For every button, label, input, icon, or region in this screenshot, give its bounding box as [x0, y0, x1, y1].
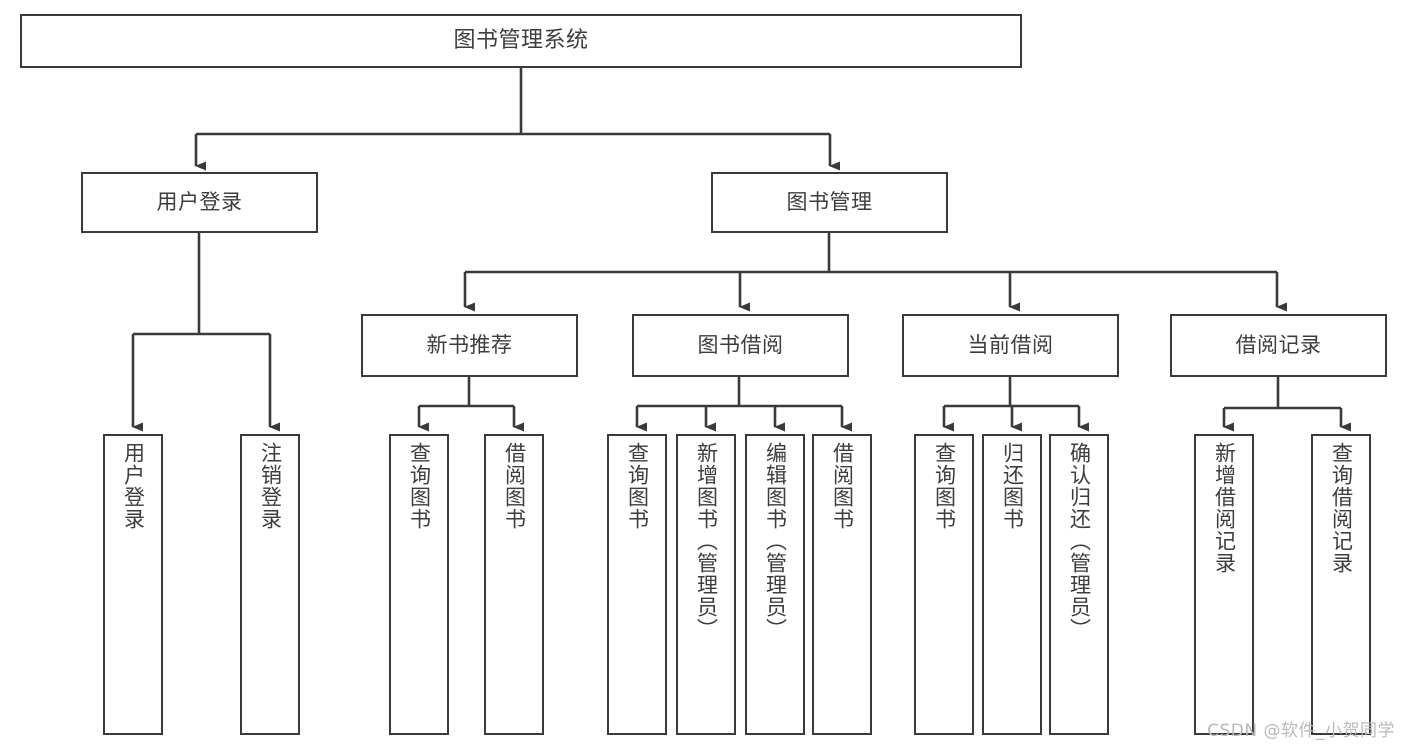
- node-leaf-edit-book-admin-label: 编辑图书（管理员）: [763, 442, 788, 640]
- node-leaf-edit-book-admin[interactable]: 编辑图书（管理员）: [745, 434, 805, 735]
- node-leaf-query-borrow-record[interactable]: 查询借阅记录: [1311, 434, 1371, 735]
- node-new-book-recommend-label: 新书推荐: [426, 333, 513, 358]
- node-new-book-recommend[interactable]: 新书推荐: [361, 314, 578, 377]
- node-book-management[interactable]: 图书管理: [711, 172, 948, 233]
- node-borrow-records[interactable]: 借阅记录: [1170, 314, 1387, 377]
- node-leaf-add-book-admin-label: 新增图书（管理员）: [694, 442, 719, 640]
- node-leaf-add-book-admin[interactable]: 新增图书（管理员）: [676, 434, 736, 735]
- node-user-login-label: 用户登录: [156, 190, 243, 215]
- node-leaf-query-book-newbook-label: 查询图书: [407, 442, 432, 530]
- node-root-system-label: 图书管理系统: [453, 28, 589, 54]
- node-book-management-label: 图书管理: [786, 190, 873, 215]
- node-leaf-query-book-borrow-label: 查询图书: [625, 442, 650, 530]
- node-root-system[interactable]: 图书管理系统: [20, 14, 1022, 68]
- node-leaf-query-borrow-record-label: 查询借阅记录: [1329, 442, 1354, 574]
- node-leaf-return-book-label: 归还图书: [1000, 442, 1025, 530]
- node-borrow-records-label: 借阅记录: [1235, 333, 1322, 358]
- node-leaf-confirm-return-admin-label: 确认归还（管理员）: [1067, 442, 1092, 640]
- node-current-borrow[interactable]: 当前借阅: [902, 314, 1119, 377]
- node-leaf-user-login[interactable]: 用户登录: [103, 434, 163, 735]
- node-leaf-logout-label: 注销登录: [258, 442, 283, 530]
- node-leaf-borrow-book-newbook[interactable]: 借阅图书: [484, 434, 544, 735]
- node-leaf-add-borrow-record[interactable]: 新增借阅记录: [1194, 434, 1254, 735]
- node-current-borrow-label: 当前借阅: [967, 333, 1054, 358]
- node-book-borrow[interactable]: 图书借阅: [632, 314, 849, 377]
- node-leaf-query-book-newbook[interactable]: 查询图书: [389, 434, 449, 735]
- node-leaf-add-borrow-record-label: 新增借阅记录: [1212, 442, 1237, 574]
- node-leaf-confirm-return-admin[interactable]: 确认归还（管理员）: [1049, 434, 1109, 735]
- node-leaf-borrow-book-borrow-label: 借阅图书: [830, 442, 855, 530]
- node-user-login[interactable]: 用户登录: [81, 172, 318, 233]
- node-book-borrow-label: 图书借阅: [697, 333, 784, 358]
- node-leaf-query-book-current-label: 查询图书: [932, 442, 957, 530]
- node-leaf-borrow-book-newbook-label: 借阅图书: [502, 442, 527, 530]
- node-leaf-logout[interactable]: 注销登录: [240, 434, 300, 735]
- node-leaf-return-book[interactable]: 归还图书: [982, 434, 1042, 735]
- node-leaf-query-book-borrow[interactable]: 查询图书: [607, 434, 667, 735]
- node-leaf-query-book-current[interactable]: 查询图书: [914, 434, 974, 735]
- node-leaf-user-login-label: 用户登录: [121, 442, 146, 530]
- node-leaf-borrow-book-borrow[interactable]: 借阅图书: [812, 434, 872, 735]
